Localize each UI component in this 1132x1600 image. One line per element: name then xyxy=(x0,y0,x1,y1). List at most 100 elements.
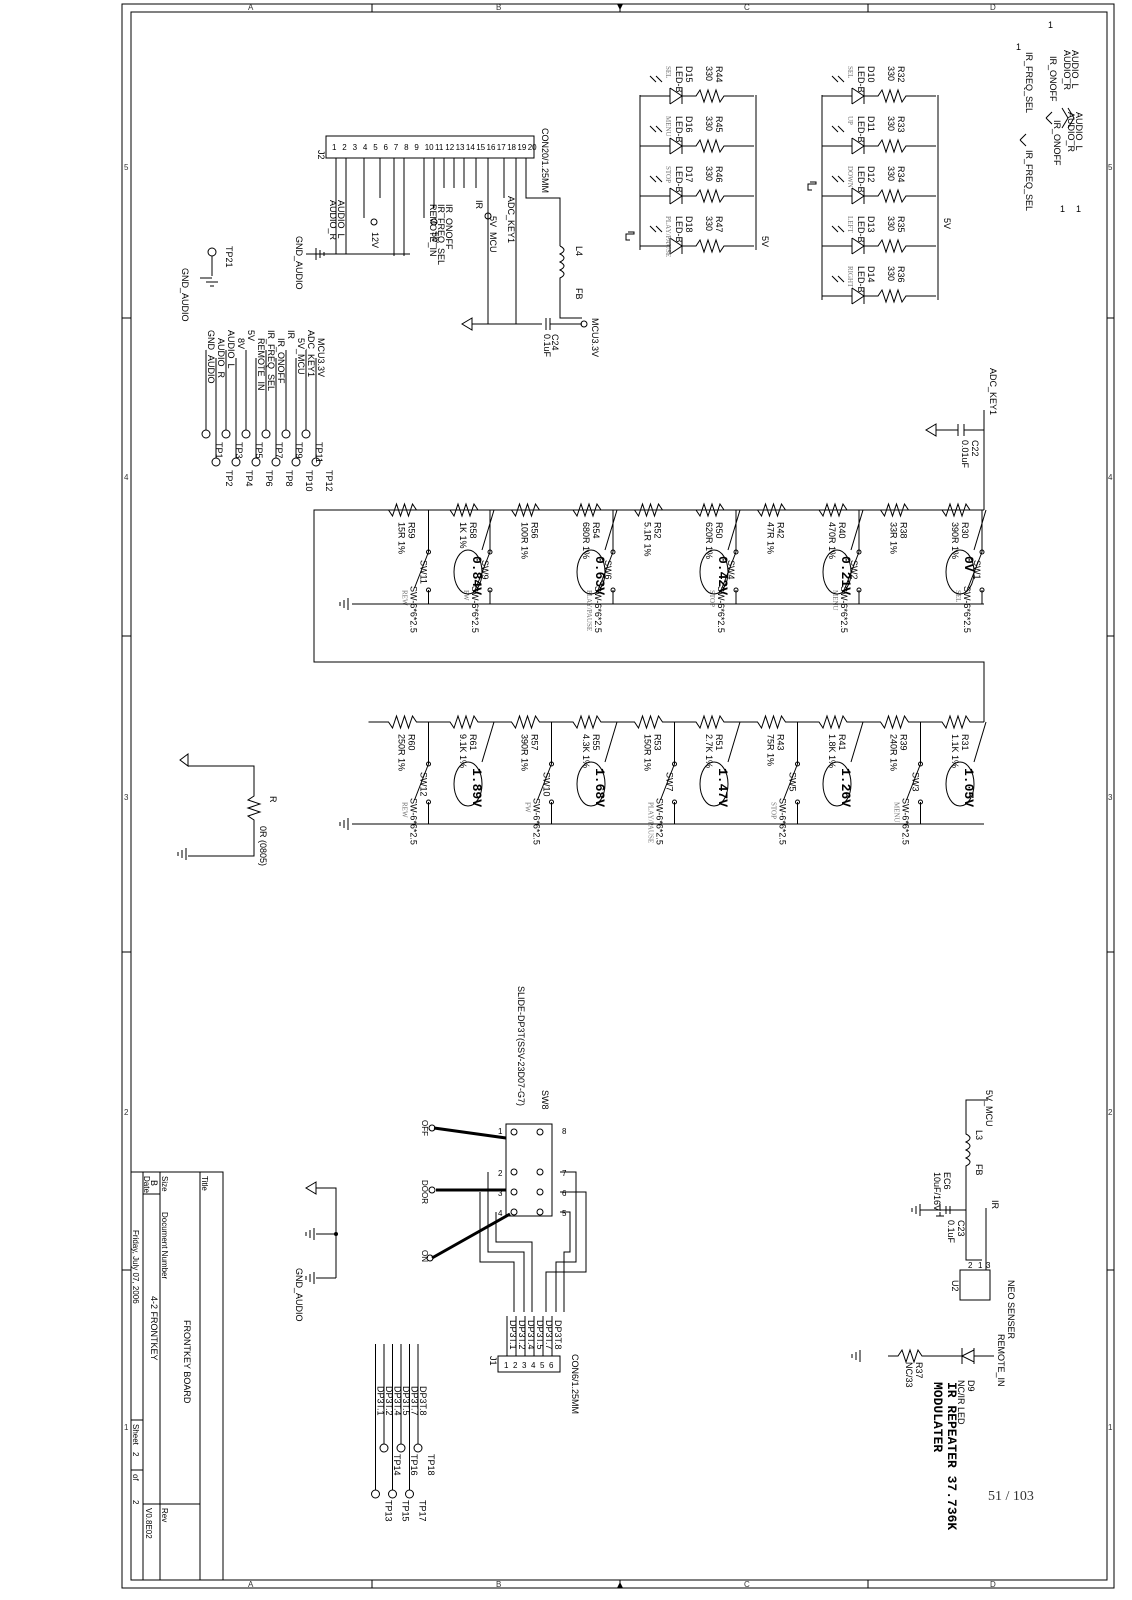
resistor-ref: R41 xyxy=(837,734,847,751)
led-emission-icon xyxy=(649,175,663,183)
switch-pin xyxy=(610,587,616,593)
tb-title: FRONTKEY BOARD xyxy=(182,1320,192,1404)
resistor-value: 330 xyxy=(704,66,714,81)
j2-pin-number: 13 xyxy=(456,143,465,152)
j1-pin-number: 3 xyxy=(522,1361,527,1370)
j2-pin-number: 20 xyxy=(528,143,537,152)
j1-ref: J1 xyxy=(488,1356,498,1366)
j2-pin-number: 4 xyxy=(363,143,368,152)
j2-pin-number: 9 xyxy=(414,143,419,152)
ir-sensor: 5V_MCU L3 FB EC6 10uF/16V C23 0.1uF IR 1… xyxy=(911,1090,1016,1340)
l4-ref: L4 xyxy=(574,246,584,256)
tb-date-label: Date: xyxy=(142,1176,151,1195)
switch-pin xyxy=(918,799,923,805)
j2-net-ir-onoff: IR_ONOFF xyxy=(444,204,454,250)
resistor-ref: R33 xyxy=(896,116,906,133)
resistor-ref: R32 xyxy=(896,66,906,83)
zone-col-a: A xyxy=(248,3,254,12)
resistor-ref: R54 xyxy=(591,522,601,539)
switch-pin xyxy=(549,761,554,767)
switch-contact xyxy=(706,510,737,605)
port-pin-1a: 1 xyxy=(1048,20,1053,30)
led-emission-icon xyxy=(831,225,845,233)
j2-net-5v: 5V xyxy=(430,232,440,243)
led-ref: D17 xyxy=(684,166,694,183)
switch-part: SW-6*6*2.5 xyxy=(839,586,849,633)
tp-circle xyxy=(221,429,231,439)
led-emission-icon xyxy=(831,125,845,133)
ir-neo: NEO SENSER xyxy=(1006,1280,1016,1340)
switch-ref: SW6 xyxy=(603,560,613,580)
j1-net: DP3T.5 xyxy=(535,1320,545,1350)
resistor-value: 1K 1% xyxy=(458,522,468,549)
ir-led-d: D9 xyxy=(966,1380,976,1392)
port-ir-onoff: IR_ONOFF xyxy=(1048,56,1058,102)
key-label: MENU xyxy=(664,116,672,137)
zone-row-2: 2 xyxy=(124,1108,129,1117)
port-audio-r-out: AUDIO_R xyxy=(1066,112,1076,153)
voltage-bubble xyxy=(453,761,483,807)
switch-key-label: PLAY/PAUSE xyxy=(585,590,593,631)
tp-circle xyxy=(241,429,251,439)
voltage-value: 0.42V xyxy=(715,556,730,595)
r0805-val: 0R (0805) xyxy=(258,826,268,866)
ladder-resistor xyxy=(922,714,984,730)
sw8-pin-number: 1 xyxy=(498,1127,503,1136)
voltage-pointer xyxy=(850,509,864,551)
switch-key-label: PLAY/PAUSE xyxy=(647,802,655,843)
ladder-resistor xyxy=(553,714,615,730)
tp-label: TP8 xyxy=(284,470,294,487)
switch-pin xyxy=(549,799,554,805)
port-audio-r: AUDIO_R xyxy=(1062,50,1072,91)
sw8-pin-number: 8 xyxy=(562,1127,567,1136)
switch-part: SW-6*6*2.5 xyxy=(962,586,972,633)
resistor-value: 47R 1% xyxy=(766,522,776,554)
tp-circle xyxy=(311,457,321,467)
j2-ref: J2 xyxy=(316,150,326,160)
voltage-pointer xyxy=(481,509,495,551)
tp-bottom-net: DP3T.1 xyxy=(376,1386,386,1416)
led-group-mid: R44330D15LED-BSELR45330D16LED-BMENUR4633… xyxy=(640,66,754,257)
tp-net: IR xyxy=(286,330,296,340)
voltage-bubble xyxy=(945,761,975,807)
ir-net: IR xyxy=(990,1200,1000,1210)
resistor-value: 330 xyxy=(886,166,896,181)
zone-col-d-bottom: D xyxy=(990,1580,996,1589)
resistor-value: 5.1R 1% xyxy=(643,522,653,557)
connector-j1: CON6/1.25MM J1 6DP3T.85DP3T.74DP3T.53DP3… xyxy=(488,1316,580,1414)
switch-pin xyxy=(426,761,431,767)
tp-net: 5V xyxy=(246,330,256,341)
j1-pin-number: 1 xyxy=(504,1361,509,1370)
led-type: LED-B xyxy=(674,66,684,93)
resistor-value: 680R 1% xyxy=(581,522,591,559)
sw8-on: ON xyxy=(420,1250,429,1262)
ir-c23v: 0.1uF xyxy=(946,1220,956,1244)
j2-net-12v: 12V xyxy=(370,232,380,248)
switch-key-label: STOP xyxy=(770,802,778,819)
resistor-value: 330 xyxy=(886,66,896,81)
switch-ref: SW11 xyxy=(419,560,429,584)
c24-ref: C24 xyxy=(550,334,560,351)
switch-part: SW-6*6*2.5 xyxy=(901,798,911,845)
switch-ref: SW4 xyxy=(726,560,736,580)
io-ports: AUDIO_L AUDIO_R IR_ONOFF IR_FREQ_SEL AUD… xyxy=(1016,20,1084,214)
switch-pin xyxy=(918,761,923,767)
j2-net-ir: IR xyxy=(474,200,484,210)
j2-pin-number: 11 xyxy=(435,143,444,152)
tb-size-label: Size xyxy=(160,1176,169,1192)
switch-contact xyxy=(398,722,429,825)
voltage-value: 0.21V xyxy=(838,556,853,595)
zone-labels: A B C D A B C D 5 4 3 2 1 5 4 3 2 1 xyxy=(124,3,1113,1589)
switch-pin xyxy=(426,549,431,555)
led-wiring xyxy=(640,237,754,255)
